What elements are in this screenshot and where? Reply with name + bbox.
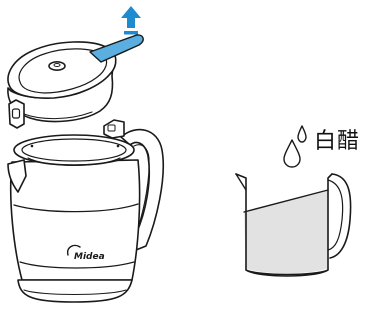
up-arrow-icon (121, 6, 141, 35)
water-drops-icon (284, 126, 306, 167)
kettle-lid (8, 35, 143, 128)
vinegar-label: 白醋 (314, 131, 360, 153)
kettle-body: Midea (8, 120, 163, 302)
measuring-cup (236, 174, 351, 276)
brand-logo-text: Midea (74, 252, 105, 262)
